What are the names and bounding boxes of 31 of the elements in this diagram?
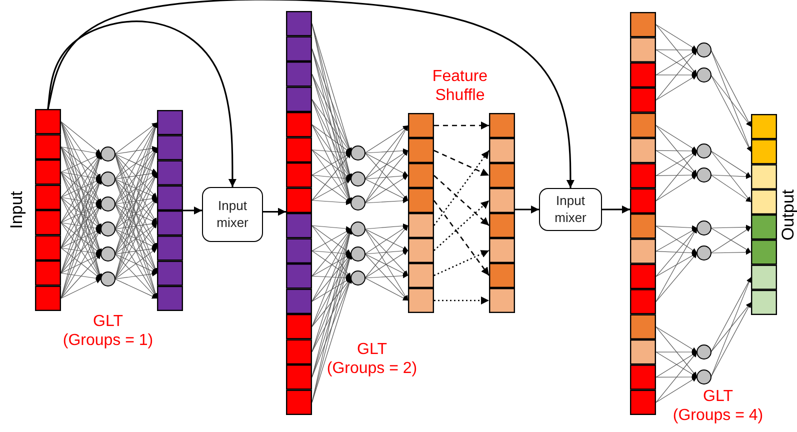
arrow (434, 122, 489, 130)
process-box (539, 188, 602, 231)
feature-vector-column (286, 11, 312, 415)
annotation-text: Feature Shuffle (431, 67, 489, 106)
box-label: Input mixer (216, 198, 250, 231)
arrow (47, 20, 236, 187)
feature-vector-column (35, 109, 61, 311)
side-label: Input (6, 191, 27, 229)
arrow (263, 208, 286, 216)
arrow (434, 200, 490, 251)
feature-vector-column (157, 110, 183, 311)
arrow (434, 175, 490, 226)
feature-vector-column (489, 113, 515, 313)
arrow (433, 150, 490, 226)
annotation-text: GLT (Groups = 1) (62, 312, 154, 350)
process-box (202, 187, 263, 242)
side-label: Output (778, 189, 797, 241)
arrow (434, 250, 490, 276)
arrow (434, 150, 490, 176)
annotation-text: GLT (Groups = 2) (326, 340, 418, 378)
arrow (183, 206, 202, 214)
feature-vector-column (751, 114, 777, 315)
arrow (602, 205, 630, 214)
box-label: Input mixer (554, 193, 588, 226)
arrow (433, 200, 490, 276)
feature-vector-column (408, 113, 434, 313)
annotation-text: GLT (Groups = 4) (672, 387, 764, 426)
arrow (515, 206, 539, 214)
arrow (434, 296, 489, 304)
feature-vector-column (630, 12, 656, 415)
arrow (47, 0, 574, 188)
